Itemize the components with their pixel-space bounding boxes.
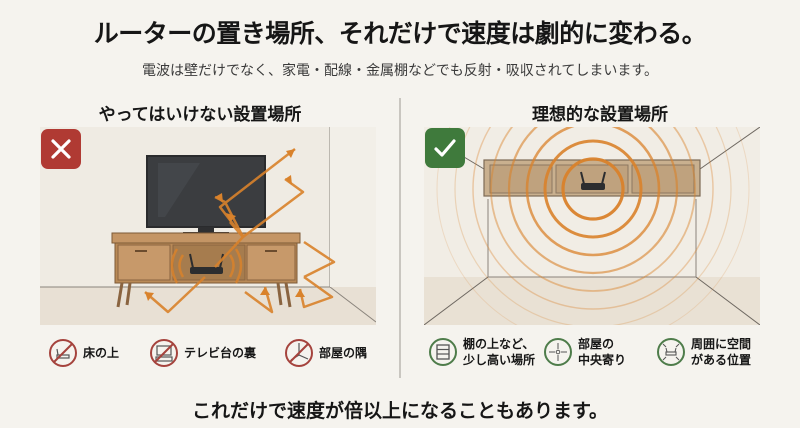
legend-item-shelf: 棚の上など、 少し高い場所 (428, 336, 535, 368)
legend-label-corner: 部屋の隅 (319, 345, 368, 360)
bad-badge (41, 129, 81, 169)
check-mark-icon (434, 139, 456, 157)
legend-label-floor: 床の上 (83, 345, 120, 360)
router-on-floor-prohibited-icon (49, 339, 77, 367)
legend-item-tv-stand: テレビ台の裏 (149, 338, 256, 368)
shelf-icon (429, 338, 457, 367)
legend-item-corner: 部屋の隅 (284, 338, 367, 368)
footer-message: これだけで速度が倍以上になることもあります。 (191, 400, 609, 422)
x-mark-icon (51, 139, 71, 159)
tv-stand-illustration (40, 127, 376, 325)
good-placement-legend: 棚の上など、 少し高い場所 部屋の 中央寄り 周囲に (428, 336, 751, 368)
legend-item-center: 部屋の 中央寄り (543, 336, 626, 368)
room-corner-prohibited-icon (285, 339, 314, 367)
good-panel-heading: 理想的な設置場所 (532, 105, 668, 125)
panel-divider (399, 98, 401, 378)
tv-stand-prohibited-icon (150, 339, 179, 367)
legend-label-center: 部屋の 中央寄り (578, 337, 627, 368)
center-crosshair-icon (544, 338, 573, 367)
good-placement-scene (424, 127, 760, 325)
legend-label-tv-stand: テレビ台の裏 (184, 345, 257, 360)
bad-placement-legend: 床の上 テレビ台の裏 部屋の隅 (48, 338, 367, 368)
page-title: ルーターの置き場所、それだけで速度は劇的に変わる。 (93, 19, 707, 48)
bad-placement-scene (40, 127, 376, 325)
page-subtitle: 電波は壁だけでなく、家電・配線・金属棚などでも反射・吸収されてしまいます。 (142, 63, 658, 79)
open-space-icon (657, 338, 686, 367)
legend-item-floor: 床の上 (48, 338, 119, 368)
good-badge (425, 128, 465, 168)
legend-label-open-space: 周囲に空間 がある位置 (691, 337, 752, 368)
bad-panel-heading: やってはいけない設置場所 (98, 105, 302, 125)
room-shelf-illustration (424, 127, 760, 325)
legend-label-shelf: 棚の上など、 少し高い場所 (463, 337, 536, 368)
legend-item-open-space: 周囲に空間 がある位置 (656, 336, 751, 368)
